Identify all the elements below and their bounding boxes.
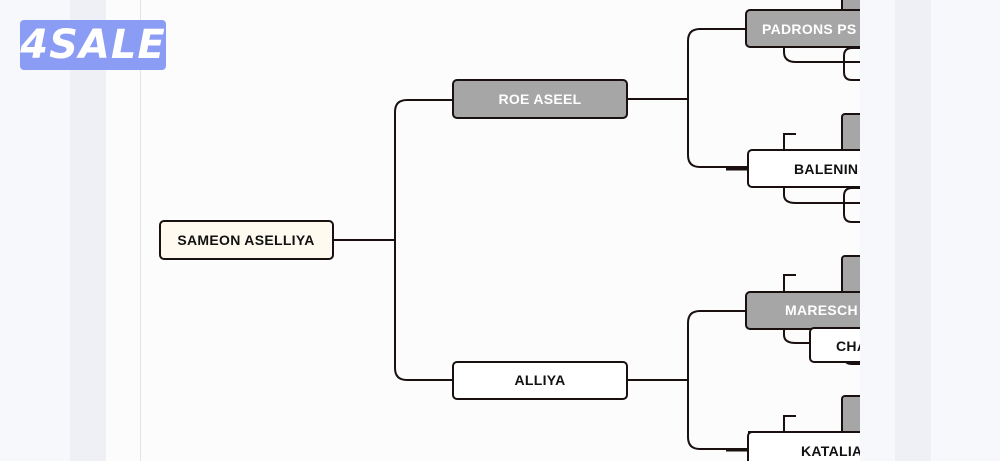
right-gutter	[860, 0, 895, 461]
ggp-box-3	[841, 255, 860, 295]
sire-box[interactable]	[452, 79, 628, 119]
granddam-name-2: KATALIA	[801, 443, 860, 459]
parents-bracket	[394, 99, 408, 381]
gg-bracket-3	[783, 274, 810, 344]
left-margin-band	[70, 0, 106, 461]
gg-bracket-1b	[843, 47, 860, 81]
granddam-box-2[interactable]	[747, 431, 860, 461]
dam-side-bracket	[687, 310, 748, 450]
ggp-box-4	[841, 395, 860, 435]
dam-box[interactable]	[452, 361, 628, 400]
sire-name: ROE ASEEL	[498, 91, 581, 107]
sire-side-bracket	[687, 28, 748, 168]
grandsire-box-1[interactable]	[745, 9, 860, 48]
sheet-margin-line	[140, 0, 141, 461]
watermark-text: 4SALE	[20, 22, 166, 68]
ggp-box-2	[841, 113, 860, 155]
ggp-box-cha[interactable]	[809, 327, 860, 363]
gg-bracket-1	[783, 0, 860, 63]
watermark-logo: 4SALE	[20, 20, 166, 70]
gg-bracket-2b	[843, 187, 860, 223]
granddam-box-1[interactable]	[747, 149, 860, 188]
root-name: SAMEON ASELLIYA	[177, 232, 314, 248]
grandsire-name-1: PADRONS PS	[762, 21, 857, 37]
right-margin-band	[895, 0, 931, 461]
dam-name: ALLIYA	[514, 372, 565, 388]
ggp-name-cha: CHA	[836, 338, 860, 354]
grandsire-name-2: MARESCH	[785, 302, 858, 318]
root-box[interactable]	[159, 220, 334, 260]
pedigree-chart: SAMEON ASELLIYA ROE ASEEL ALLIYA PADRONS…	[159, 0, 860, 461]
granddam-name-1: BALENIN	[794, 161, 858, 177]
